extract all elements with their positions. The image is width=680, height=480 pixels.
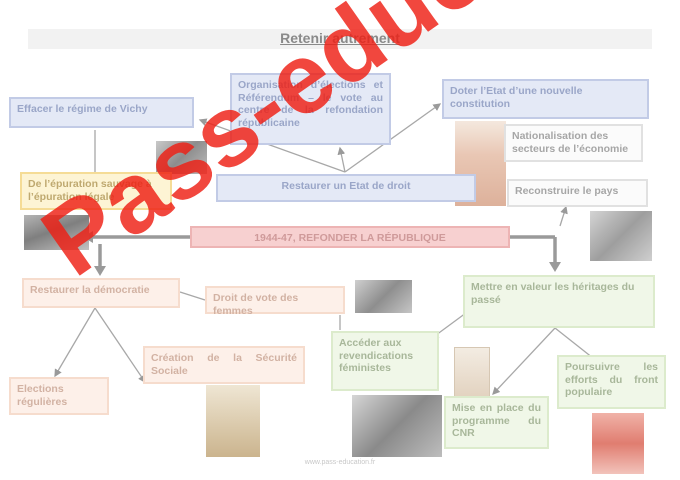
photo-women-vote xyxy=(355,280,412,313)
box-epuration: De l’épuration sauvage à l’épuration lég… xyxy=(20,172,172,210)
arrowhead xyxy=(94,266,106,276)
box-doter-constitution: Doter l’Etat d’une nouvelle constitution xyxy=(442,79,649,119)
box-organisation-elections: Organisation d’élections et Référendum –… xyxy=(230,73,391,145)
photo-ruins xyxy=(590,211,652,261)
connector xyxy=(344,103,442,173)
footer-url: www.pass-education.fr xyxy=(304,459,376,466)
connector xyxy=(54,307,96,378)
connector xyxy=(559,205,568,227)
box-elections-regulieres: Elections régulières xyxy=(9,377,109,415)
photo-front-populaire xyxy=(592,413,644,474)
arrowhead xyxy=(549,262,561,272)
page-title: Retenir autrement xyxy=(280,30,400,46)
connector xyxy=(94,307,146,384)
box-cnr: Mise en place du programme du CNR xyxy=(444,396,549,449)
box-heritages: Mettre en valeur les héritages du passé xyxy=(463,275,655,328)
box-center-refonder: 1944-47, REFONDER LA RÉPUBLIQUE xyxy=(190,226,510,248)
connector xyxy=(198,118,346,173)
title-bar: Retenir autrement xyxy=(28,29,652,49)
box-reconstruire: Reconstruire le pays xyxy=(507,179,648,207)
box-poursuivre-front: Poursuivre les efforts du front populair… xyxy=(557,355,666,409)
photo-securite-poster xyxy=(206,385,260,457)
box-nationalisation: Nationalisation des secteurs de l’économ… xyxy=(504,124,643,162)
photo-epuration xyxy=(24,215,89,250)
box-revendications: Accéder aux revendications féministes xyxy=(331,331,439,391)
box-droit-vote-femmes: Droit de vote des femmes xyxy=(205,286,345,317)
connector xyxy=(337,146,346,173)
box-effacer-vichy: Effacer le régime de Vichy xyxy=(9,97,194,128)
box-restaurer-democratie: Restaurer la démocratie xyxy=(22,278,180,308)
connector xyxy=(179,291,206,301)
photo-assembly xyxy=(352,395,442,457)
photo-poster xyxy=(454,347,490,399)
photo-crowd xyxy=(156,141,207,174)
box-restaurer-etat: Restaurer un Etat de droit xyxy=(216,174,476,202)
connector xyxy=(492,327,556,395)
box-securite-sociale: Création de la Sécurité Sociale xyxy=(143,346,305,384)
